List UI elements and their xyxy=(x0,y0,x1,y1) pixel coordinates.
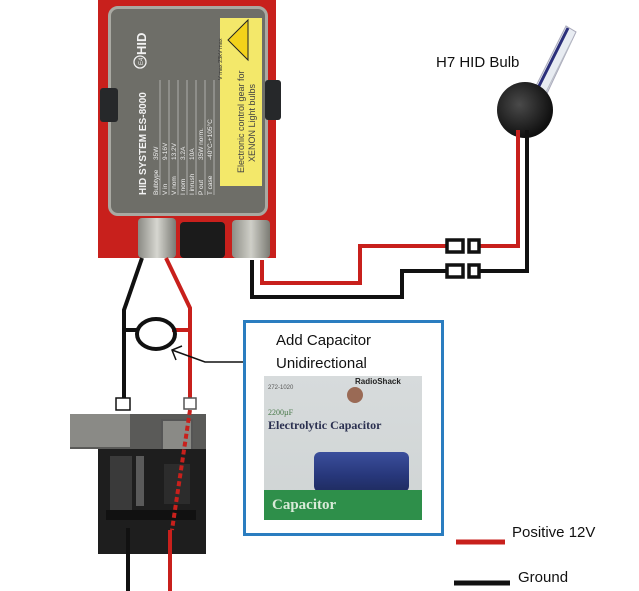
connector-ground-b xyxy=(467,263,481,279)
ballast-connector-middle xyxy=(180,222,225,258)
ballast-connector-bulb xyxy=(232,220,270,258)
connector-positive-b xyxy=(467,238,481,254)
ballast-certification: E4 xyxy=(139,57,145,65)
spec-key: P out xyxy=(198,180,205,195)
terminal-ground xyxy=(115,397,131,411)
ballast-label-text: HID E4 HID SYSTEM ES-8000 Bulbtype 35W V i… xyxy=(133,18,257,195)
capacitor-part-number: 272-1020 xyxy=(268,385,294,391)
spec-value: 10A xyxy=(189,148,196,160)
ground-wire-ballast-to-bulb xyxy=(250,260,447,299)
ground-wire-connector-to-bulb xyxy=(478,130,529,273)
capacitor-footer-text: Capacitor xyxy=(272,497,337,513)
ballast-mount-tab-left xyxy=(100,88,118,122)
callout-arrowhead xyxy=(171,345,183,361)
capacitor-brand: RadioShack xyxy=(355,377,401,386)
ballast-voltage-max: V max 23kV max xyxy=(218,38,224,80)
connector-positive-a xyxy=(445,238,465,254)
spec-key: I inrush xyxy=(189,173,196,195)
spec-key: T case xyxy=(207,175,214,195)
ground-wire-ballast-to-housing xyxy=(122,257,144,398)
capacitor-cylinder xyxy=(314,452,409,492)
ballast-mount-tab-right xyxy=(265,80,281,120)
callout-arrow xyxy=(171,349,243,363)
capacitor-title-line2: Unidirectional xyxy=(276,355,367,372)
bulb-glass xyxy=(529,25,577,105)
capacitor-symbol xyxy=(135,317,177,351)
ballast-warning-line2: XENON Light bulbs xyxy=(247,83,257,162)
connector-ground-a xyxy=(445,263,465,279)
package-hang-hole xyxy=(347,387,363,403)
spec-value: 9-16V xyxy=(162,142,169,160)
spec-value: 35W norm. xyxy=(198,128,205,160)
positive-wire-ballast-to-housing xyxy=(164,257,192,398)
spec-value: 3.2A xyxy=(180,146,187,160)
capacitor-package-footer xyxy=(264,490,422,520)
spec-key: V nom xyxy=(171,176,178,195)
legend-ground-label: Ground xyxy=(518,569,569,586)
ballast-model: HID SYSTEM ES-8000 xyxy=(138,92,149,195)
spec-key: V in xyxy=(162,183,169,195)
spec-key: Bulbtype xyxy=(153,169,160,195)
capacitor-rating: 2200µF xyxy=(268,408,294,417)
ballast-brand: HID xyxy=(134,33,149,55)
spec-value: 35W xyxy=(153,146,160,160)
ballast-connector-power xyxy=(138,218,176,258)
e4-cert-icon xyxy=(133,55,147,69)
spec-key: I nom xyxy=(180,179,187,195)
positive-wire-housing-dotted xyxy=(170,409,192,531)
positive-wire-connector-to-bulb xyxy=(478,130,520,248)
terminal-positive xyxy=(183,397,197,410)
ballast-warning-line1: Electronic control gear for xyxy=(236,70,246,173)
headlight-housing-photo xyxy=(70,414,206,554)
legend-positive-label: Positive 12V xyxy=(512,524,596,541)
spec-value: -40°C-+105°C xyxy=(206,119,214,160)
positive-wire-ballast-to-bulb xyxy=(260,244,447,285)
spec-value: 13.2V xyxy=(171,142,178,160)
h7-bulb-base xyxy=(497,82,553,138)
bulb-label: H7 HID Bulb xyxy=(436,54,520,71)
capacitor-product-name: Electrolytic Capacitor xyxy=(268,418,382,432)
capacitor-title-line1: Add Capacitor xyxy=(276,332,372,349)
high-voltage-warning-icon xyxy=(227,18,249,62)
